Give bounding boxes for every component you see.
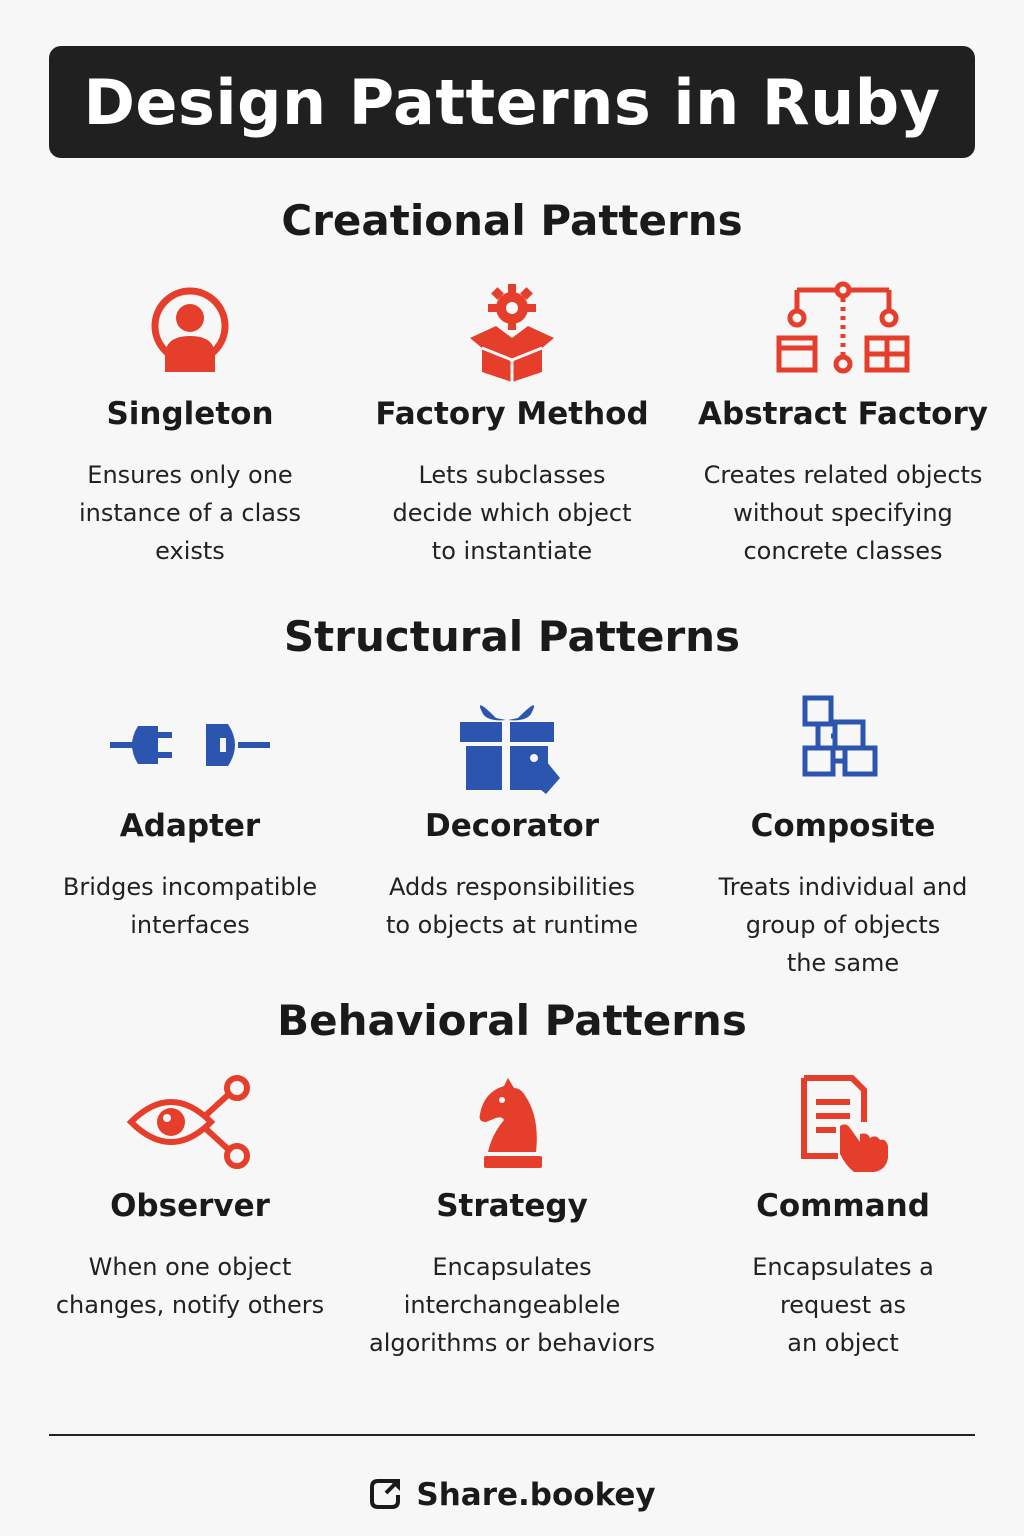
tree-boxes-icon — [683, 692, 1003, 792]
pattern-description: Adds responsibilities to objects at runt… — [385, 873, 639, 939]
pattern-description: Creates related objects without specifyi… — [703, 461, 983, 565]
chess-knight-icon — [352, 1072, 672, 1176]
pattern-description: Treats individual and group of objects t… — [718, 873, 968, 977]
gift-tag-icon — [352, 692, 672, 796]
section-title-behavioral: Behavioral Patterns — [277, 996, 747, 1045]
footer: Share.bookey — [0, 1470, 1024, 1520]
hierarchy-grid-icon — [683, 280, 1003, 380]
pattern-card-command: Command Encapsulates a request as an obj… — [683, 1072, 1003, 1372]
pattern-card-decorator: Decorator Adds responsibilities to objec… — [352, 692, 672, 992]
pattern-card-composite: Composite Treats individual and group of… — [683, 692, 1003, 992]
pattern-description: Bridges incompatible interfaces — [62, 873, 318, 939]
pattern-card-abstract-factory: Abstract Factory Creates related objects… — [683, 280, 1003, 580]
pattern-name: Strategy — [436, 1188, 588, 1224]
pattern-description: Encapsulates interchangeablele algorithm… — [369, 1253, 655, 1357]
pattern-card-observer: Observer When one object changes, notify… — [30, 1072, 350, 1372]
pattern-description: Ensures only one instance of a class exi… — [79, 461, 301, 565]
pattern-name: Composite — [750, 808, 936, 844]
eye-network-icon — [30, 1072, 350, 1176]
title-banner: Design Patterns in Ruby — [49, 46, 975, 158]
document-hand-icon — [683, 1072, 1003, 1176]
person-circle-icon — [30, 280, 350, 380]
pattern-name: Command — [756, 1188, 930, 1224]
pattern-description: Lets subclasses decide which object to i… — [392, 461, 632, 565]
pattern-card-factory-method: Factory Method Lets subclasses decide wh… — [352, 280, 672, 580]
pattern-card-adapter: Adapter Bridges incompatible interfaces — [30, 692, 350, 992]
share-icon — [368, 1475, 404, 1515]
gear-box-icon — [352, 280, 672, 384]
pattern-name: Factory Method — [375, 396, 649, 432]
footer-divider — [49, 1434, 975, 1436]
footer-brand[interactable]: Share.bookey — [416, 1477, 656, 1513]
pattern-name: Abstract Factory — [698, 396, 988, 432]
pattern-description: When one object changes, notify others — [55, 1253, 325, 1319]
pattern-name: Singleton — [106, 396, 274, 432]
pattern-card-singleton: Singleton Ensures only one instance of a… — [30, 280, 350, 580]
pattern-name: Decorator — [424, 808, 600, 844]
pattern-description: Encapsulates a request as an object — [752, 1253, 934, 1357]
pattern-card-strategy: Strategy Encapsulates interchangeablele … — [352, 1072, 672, 1372]
pattern-name: Observer — [110, 1188, 270, 1224]
section-title-creational: Creational Patterns — [281, 196, 743, 245]
pattern-name: Adapter — [119, 808, 261, 844]
page-title: Design Patterns in Ruby — [83, 65, 941, 139]
section-title-structural: Structural Patterns — [283, 612, 741, 661]
plug-socket-icon — [30, 692, 350, 792]
